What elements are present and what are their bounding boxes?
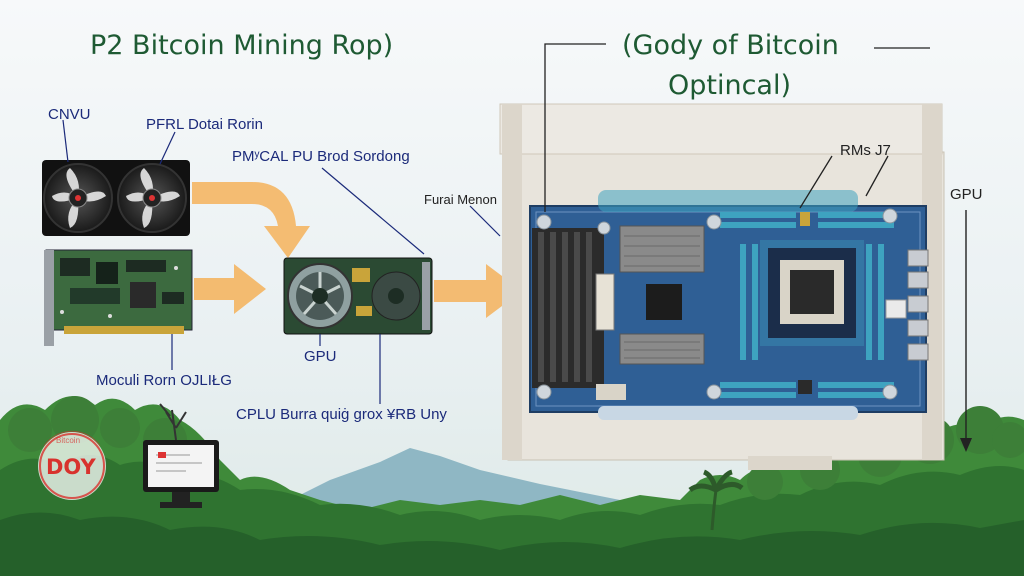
label-cplu: CPLU Burra quiġ grox ¥RB Uny bbox=[236, 406, 447, 423]
brand-logo bbox=[38, 430, 106, 500]
label-pmcal: PMʸCAL PU Brod Sordong bbox=[232, 148, 410, 165]
pcb-card bbox=[44, 249, 193, 346]
leader-lines bbox=[62, 119, 501, 404]
label-fural: Furai Menon bbox=[424, 192, 497, 207]
title-right-line1: (Gody of Bitcoin bbox=[622, 30, 839, 61]
gpu-arrow bbox=[960, 210, 972, 452]
computer-monitor-icon bbox=[143, 403, 219, 508]
label-cnvu: CNVU bbox=[48, 106, 91, 123]
label-gpu-center: GPU bbox=[304, 348, 337, 365]
arrow-pcb-to-gpu bbox=[194, 264, 266, 314]
title-bracket bbox=[544, 43, 930, 212]
label-gpu-right: GPU bbox=[950, 186, 983, 203]
palm-tree bbox=[688, 469, 744, 531]
label-moculi: Moculi Rorn OJLIŁG bbox=[96, 372, 232, 389]
gpu-card bbox=[283, 257, 433, 335]
title-right-line2: Optincal) bbox=[668, 70, 792, 101]
arrow-fan-to-gpu bbox=[192, 182, 310, 258]
logo-text: DOY bbox=[46, 455, 96, 479]
title-left: P2 Bitcoin Mining Rop) bbox=[90, 30, 394, 61]
logo-ring-text: Bitcoin bbox=[56, 436, 81, 445]
label-pfrl: PFRL Dotai Rorin bbox=[146, 116, 263, 133]
motherboard-assembly bbox=[499, 103, 945, 470]
label-rms: RMs J7 bbox=[840, 142, 891, 159]
dual-fan-cooler bbox=[42, 160, 190, 236]
arrow-gpu-to-board bbox=[434, 264, 522, 318]
arrows bbox=[192, 182, 522, 318]
